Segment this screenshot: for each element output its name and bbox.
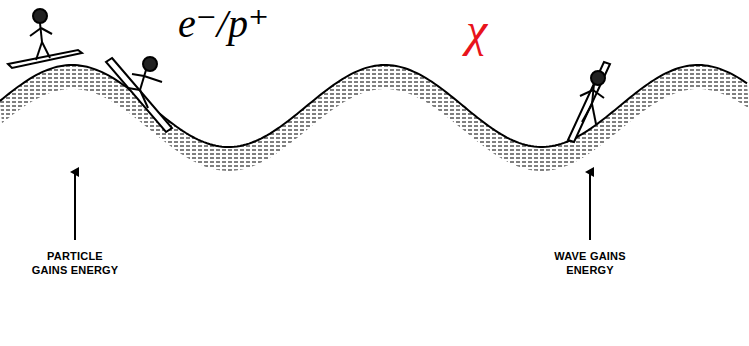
surfer-figure bbox=[568, 62, 610, 142]
dark-matter-label: χ bbox=[466, 4, 487, 57]
caption-note: WAVE GAINS ENERGY bbox=[546, 250, 634, 278]
particle-label: e⁻/p⁺ bbox=[178, 2, 269, 46]
caption-note: PARTICLE GAINS ENERGY bbox=[31, 250, 119, 278]
arrow-up bbox=[589, 172, 591, 240]
wave-curve bbox=[0, 65, 747, 147]
surfer-figure bbox=[8, 9, 82, 68]
arrow-up bbox=[74, 172, 76, 240]
surfer-figure bbox=[106, 57, 172, 132]
water-hatching bbox=[0, 65, 749, 171]
